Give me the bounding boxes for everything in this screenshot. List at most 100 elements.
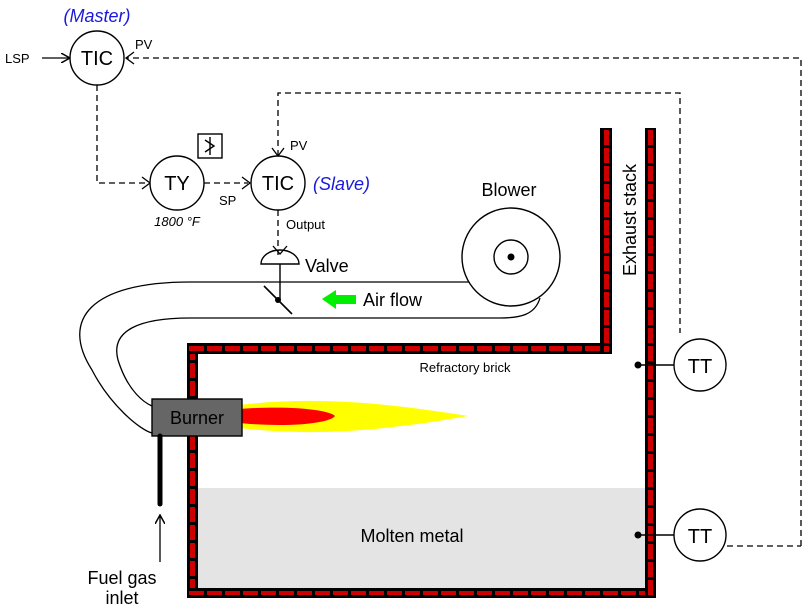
brick (190, 579, 195, 594)
airflow-arrow-icon (322, 290, 356, 309)
brick (531, 591, 546, 595)
master-lsp-label: LSP (5, 51, 30, 66)
brick (648, 202, 653, 217)
tt-stack-tag: TT (688, 356, 712, 378)
brick (405, 346, 420, 351)
ty-value-label: 1800 °F (154, 214, 201, 229)
brick (604, 256, 609, 271)
blower-label: Blower (481, 180, 536, 200)
brick (441, 346, 456, 351)
brick (648, 292, 653, 307)
brick (648, 562, 653, 577)
slave-tic[interactable]: TIC (250, 155, 306, 211)
tt-stack[interactable]: TT (634, 338, 727, 392)
brick (648, 544, 653, 559)
brick (297, 591, 312, 595)
brick (225, 591, 240, 595)
blower (461, 207, 561, 307)
brick (604, 130, 609, 145)
slave-role-label: (Slave) (313, 174, 370, 194)
brick (648, 220, 653, 235)
brick (477, 591, 492, 595)
brick (333, 591, 348, 595)
brick (604, 274, 609, 289)
brick (648, 454, 653, 469)
brick (459, 591, 474, 595)
brick (189, 346, 204, 351)
brick (604, 202, 609, 217)
brick (369, 346, 384, 351)
brick (648, 526, 653, 541)
low-select-icon (197, 133, 223, 159)
brick (279, 591, 294, 595)
slave-sp-label: SP (219, 193, 236, 208)
brick (648, 490, 653, 505)
valve[interactable] (260, 249, 300, 315)
brick (351, 346, 366, 351)
molten-metal-label: Molten metal (360, 526, 463, 546)
brick (423, 591, 438, 595)
brick (243, 346, 258, 351)
tt-metal[interactable]: TT (634, 508, 727, 562)
master-role-label: (Master) (64, 6, 131, 26)
brick (315, 591, 330, 595)
tt-metal-tag: TT (688, 526, 712, 548)
brick (648, 382, 653, 397)
brick (207, 591, 222, 595)
brick (603, 591, 618, 595)
slave-output-label: Output (286, 217, 325, 232)
brick (477, 346, 492, 351)
brick (549, 346, 564, 351)
brick (604, 238, 609, 253)
brick (604, 184, 609, 199)
master-tic-tag: TIC (81, 48, 113, 70)
brick (648, 418, 653, 433)
brick (648, 364, 653, 379)
brick (604, 166, 609, 181)
brick (333, 346, 348, 351)
brick (648, 274, 653, 289)
brick (648, 256, 653, 271)
brick (604, 220, 609, 235)
brick (621, 591, 636, 595)
valve-label: Valve (305, 256, 349, 276)
brick (648, 148, 653, 163)
ty-relay[interactable]: TY (149, 155, 205, 211)
brick (648, 580, 653, 595)
brick (225, 346, 240, 351)
brick (648, 184, 653, 199)
master-pv-label: PV (135, 37, 153, 52)
brick (604, 292, 609, 307)
brick (243, 591, 258, 595)
brick (567, 591, 582, 595)
brick (648, 166, 653, 181)
brick (495, 346, 510, 351)
brick (585, 591, 600, 595)
brick (190, 525, 195, 540)
brick (648, 238, 653, 253)
slave-sp-arrow-icon (241, 176, 252, 190)
brick (297, 346, 312, 351)
brick (549, 591, 564, 595)
signal-lines (96, 57, 802, 547)
brick (513, 591, 528, 595)
brick (648, 346, 653, 361)
flame (240, 400, 468, 433)
brick (190, 453, 195, 468)
slave-tic-tag: TIC (262, 173, 294, 195)
brick (648, 400, 653, 415)
brick (190, 561, 195, 576)
brick (190, 435, 195, 450)
brick (648, 328, 653, 343)
air-duct (79, 281, 541, 434)
brick (351, 591, 366, 595)
brick (531, 346, 546, 351)
brick (648, 508, 653, 523)
ty-tag: TY (164, 173, 190, 195)
brick (315, 346, 330, 351)
master-tic[interactable]: TIC (69, 30, 125, 86)
brick (585, 346, 600, 351)
brick (648, 130, 653, 145)
brick (441, 591, 456, 595)
